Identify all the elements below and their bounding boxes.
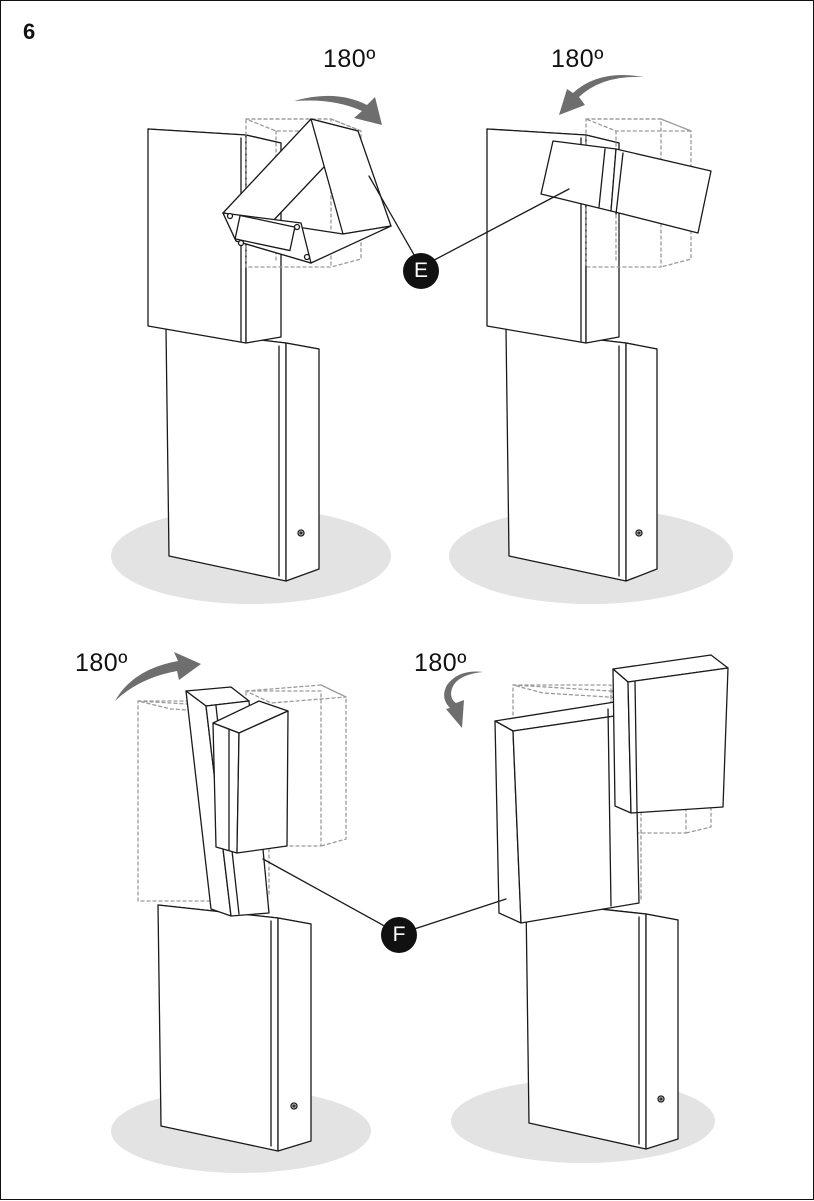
- base-box: [505, 328, 658, 582]
- assembly-top-right: [486, 118, 712, 582]
- arrow-bottom-left: [115, 652, 201, 701]
- base-box: [165, 328, 320, 582]
- rotation-label-bottom-right: 180º: [414, 649, 467, 677]
- lamp-head: [212, 700, 289, 854]
- callout-e-marker: E: [403, 253, 439, 289]
- step-number: 6: [23, 19, 36, 44]
- arrow-bottom-right: [444, 671, 483, 728]
- assembly-bottom-left: [137, 684, 347, 1152]
- callout-f-leaders: [262, 858, 507, 935]
- rotation-arrows: [115, 75, 644, 728]
- rotation-label-top-left: 180º: [323, 45, 376, 73]
- callout-e-leaders: [368, 175, 570, 268]
- rotation-label-top-right: 180º: [551, 45, 604, 73]
- callout-f-marker: F: [381, 917, 417, 953]
- arrow-top-left: [294, 95, 382, 125]
- lamp-head-rotated: [540, 140, 712, 234]
- assembly-bottom-right: [494, 654, 729, 1150]
- upper-box-rotated: [494, 700, 640, 924]
- arrow-top-right: [559, 75, 644, 115]
- lamp-head: [612, 654, 729, 814]
- lamp-head-rotated: [222, 118, 392, 264]
- rotation-label-bottom-left: 180º: [75, 649, 128, 677]
- assembly-top-left: [147, 118, 392, 582]
- base-box: [157, 904, 312, 1152]
- base-box: [525, 900, 679, 1150]
